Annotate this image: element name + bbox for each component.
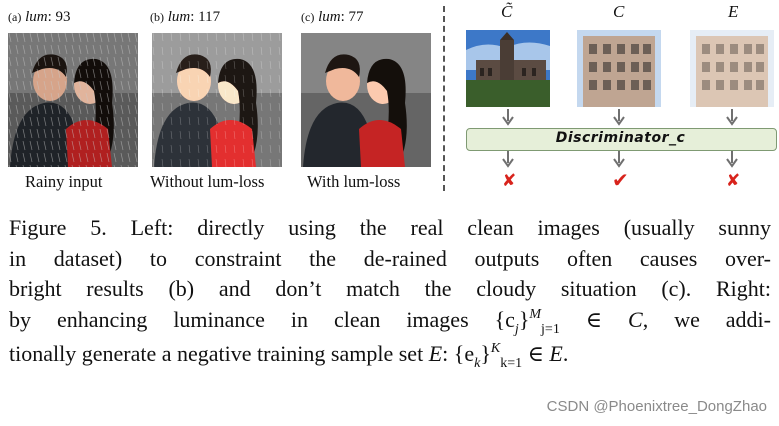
caption-text: , we addi- [642,306,771,332]
photo-with-lum-loss [301,33,431,167]
label-c-tilde: C̃ [501,2,513,21]
caption-without-lum-loss: Without lum-loss [150,172,265,191]
math-set-close: } [518,306,530,332]
math-in: ∈ [559,306,629,332]
label-e: E [728,2,739,21]
lum-value: : 93 [47,9,71,25]
cross-icon: ✘ [502,171,517,191]
math-subscript: j [514,321,519,337]
math-set-open: {c [494,306,515,332]
math-symbol: C [628,306,643,332]
math-set-open: {e [453,341,475,366]
math-symbol: E [428,341,443,366]
arrow-down-icon [726,151,738,168]
panel-tag: (a) [8,10,22,24]
math-superscript: M [529,306,542,322]
lum-value: : 77 [340,9,364,25]
thumb-e-building [690,30,774,107]
caption-line: by enhancing luminance in clean images {… [9,305,771,340]
lum-symbol: lum [167,9,191,25]
lum-symbol: lum [25,9,48,25]
math-symbol: E [549,341,563,366]
caption-line: in dataset) to constraint the de-rained … [9,245,771,271]
arrow-down-icon [613,109,625,126]
caption-line: tionally generate a negative training sa… [9,339,771,374]
label-a: (a) lum: 93 [8,9,71,26]
caption-text: . [562,341,569,366]
watermark: CSDN @Phoenixtree_DongZhao [546,398,767,415]
math-in: ∈ [522,341,550,366]
cross-icon: ✘ [726,171,741,191]
arrow-down-icon [726,109,738,126]
caption-rainy-input: Rainy input [25,172,103,191]
dashed-divider [443,6,445,191]
check-icon: ✔ [612,168,629,192]
caption-text: tionally generate a negative training sa… [9,341,424,366]
caption-text: by enhancing luminance in clean images [9,306,469,332]
caption-text: : [442,341,449,366]
caption-line: Figure 5. Left: directly using the real … [9,215,771,240]
math-superscript: K [490,341,501,356]
lum-value: : 117 [190,9,221,25]
lum-symbol: lum [318,9,341,25]
math-subscript: j=1 [541,321,560,337]
thumb-c-building [577,30,661,107]
arrow-down-icon [502,151,514,168]
arrow-down-icon [502,109,514,126]
thumb-c-tilde-building [466,30,550,107]
math-subscript: k=1 [500,356,523,371]
photo-rainy-input [8,33,138,167]
math-set-close: } [480,341,491,366]
math-subscript: k [474,356,481,371]
label-c: C [613,2,625,21]
discriminator-box [466,128,777,151]
panel-tag: (c) [301,10,315,24]
arrow-down-icon [613,151,625,168]
photo-without-lum-loss [152,33,282,167]
panel-tag: (b) [150,10,164,24]
figure-caption: Figure 5. Left: directly using the real … [9,213,771,374]
discriminator-label: Discriminator_c [555,130,686,146]
label-b: (b) lum: 117 [150,9,220,26]
label-c: (c) lum: 77 [301,9,364,26]
caption-line: bright results (b) and don’t match the c… [9,276,771,301]
caption-with-lum-loss: With lum-loss [307,172,401,191]
